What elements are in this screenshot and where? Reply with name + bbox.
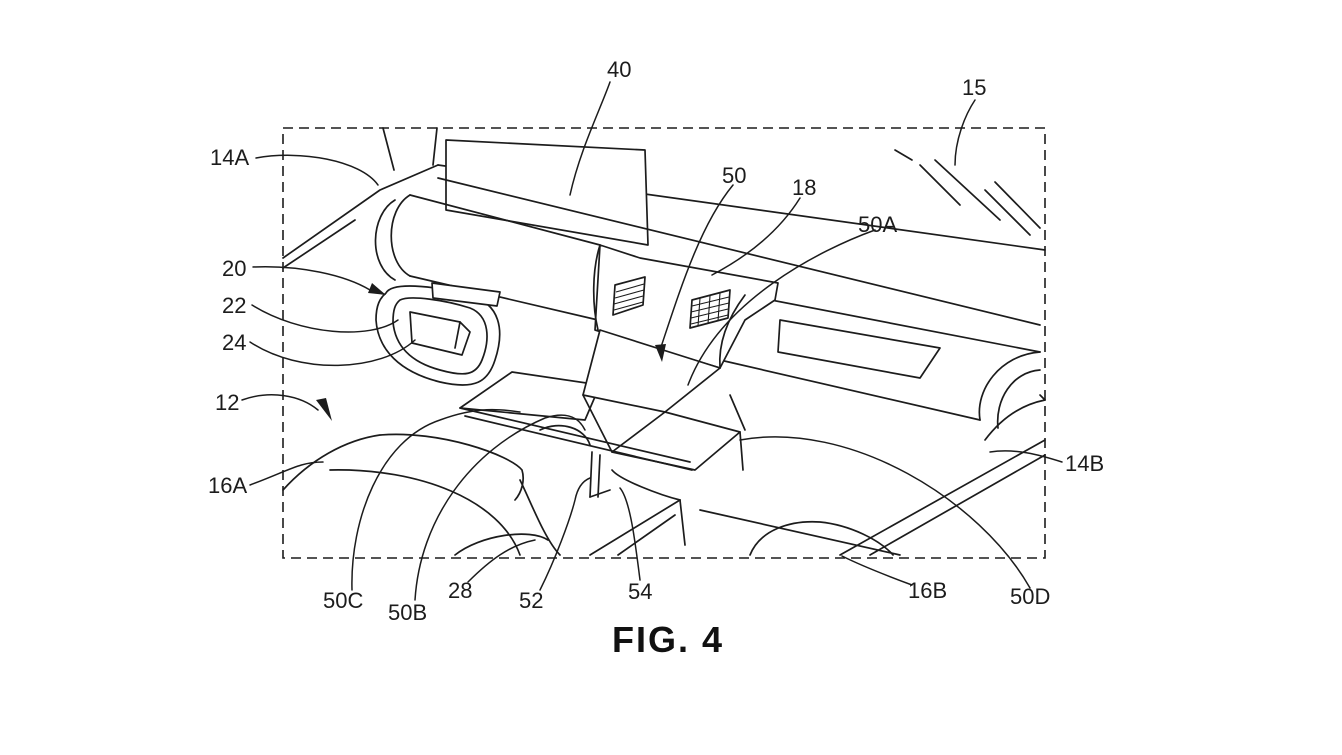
label-40: 40 [607,57,631,82]
display-40 [446,140,648,245]
driver-seat-16a [283,426,590,555]
a-pillar-left [283,128,438,268]
label-50c: 50C [323,588,363,613]
label-15: 15 [962,75,986,100]
steering-wheel-20 [376,283,500,385]
label-24: 24 [222,330,246,355]
label-20: 20 [222,256,246,281]
label-50d: 50D [1010,584,1050,609]
label-16a: 16A [208,473,247,498]
label-16b: 16B [908,578,947,603]
label-14a: 14A [210,145,249,170]
label-28: 28 [448,578,472,603]
label-14b: 14B [1065,451,1104,476]
a-pillar-right [985,400,1045,440]
center-console-body [520,470,900,555]
label-52: 52 [519,588,543,613]
arrow-20 [368,283,386,295]
vehicle-interior-drawing [283,128,1045,558]
label-12: 12 [215,390,239,415]
label-50b: 50B [388,600,427,625]
label-18: 18 [792,175,816,200]
label-50: 50 [722,163,746,188]
label-22: 22 [222,293,246,318]
label-54: 54 [628,579,652,604]
label-50a: 50A [858,212,897,237]
occupant-knee-28 [455,534,548,555]
support-post [590,452,610,497]
figure-caption: FIG. 4 [612,619,724,660]
